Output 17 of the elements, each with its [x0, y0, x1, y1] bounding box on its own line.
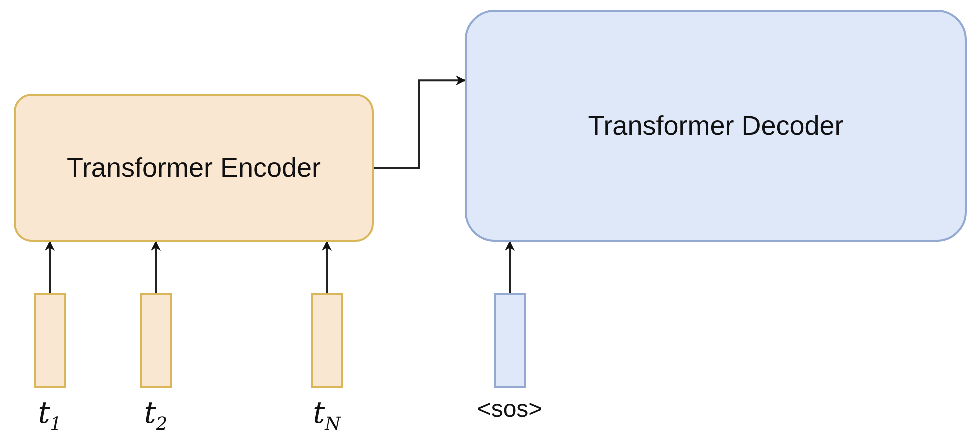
arrow: [151, 241, 161, 293]
token-symbol: t$_{2}$: [143, 396, 169, 435]
bar-shape: [34, 293, 66, 388]
node-label: Transformer Decoder: [588, 110, 844, 142]
token-symbol: t$_{1}$: [37, 396, 63, 435]
decoder-box: [465, 10, 967, 242]
encoder-box: [14, 94, 374, 242]
bar-shape: [494, 293, 526, 388]
arrow: [374, 76, 466, 169]
node-label: Transformer Encoder: [66, 152, 322, 184]
arrow: [322, 241, 332, 293]
token-symbol: t$_{N}$: [312, 396, 342, 435]
bar-shape: [140, 293, 172, 388]
token-label: <sos>: [476, 396, 544, 424]
arrow: [45, 241, 55, 293]
arrow: [505, 241, 515, 293]
bar-shape: [311, 293, 343, 388]
